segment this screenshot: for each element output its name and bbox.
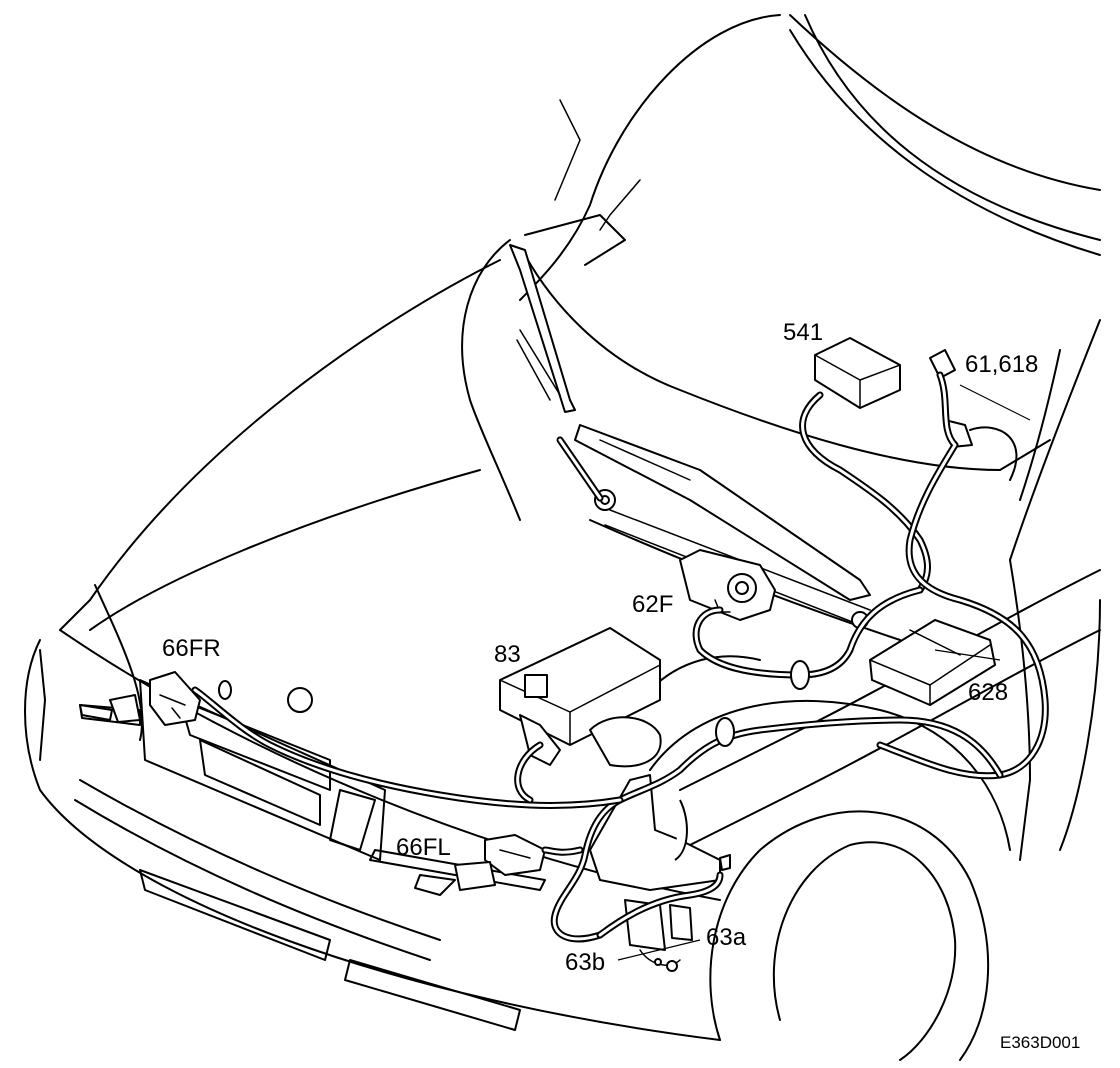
windshield	[519, 14, 1101, 301]
headlamp-wiper-66fl	[414, 834, 546, 896]
control-unit-628	[869, 619, 996, 706]
grille	[139, 679, 386, 861]
hood	[59, 239, 1051, 741]
fuse-box-83	[499, 627, 661, 766]
wiper-linkage	[509, 244, 871, 629]
wiring-harness	[191, 371, 1049, 943]
label-66fr: 66FR	[162, 635, 221, 662]
headlamp-wiper-66fr	[79, 671, 201, 726]
label-541: 541	[783, 319, 823, 346]
washer-reservoir	[589, 716, 731, 891]
wheel	[649, 699, 1011, 1061]
module-541	[814, 337, 901, 409]
label-63a: 63a	[706, 924, 747, 951]
body-side	[789, 14, 1101, 861]
label-628: 628	[968, 679, 1008, 706]
label-62f: 62F	[632, 591, 673, 618]
leader-lines	[617, 384, 1031, 961]
label-61-618: 61,618	[965, 351, 1038, 378]
reference-code: E363D001	[1000, 1033, 1080, 1052]
label-63b: 63b	[565, 949, 605, 976]
label-66fl: 66FL	[396, 834, 451, 861]
component-labels: 541 61,618 62F 83 628 66FR 66FL 63a 63b …	[162, 319, 1080, 1052]
wiper-motor	[679, 549, 776, 621]
label-83: 83	[494, 641, 521, 668]
